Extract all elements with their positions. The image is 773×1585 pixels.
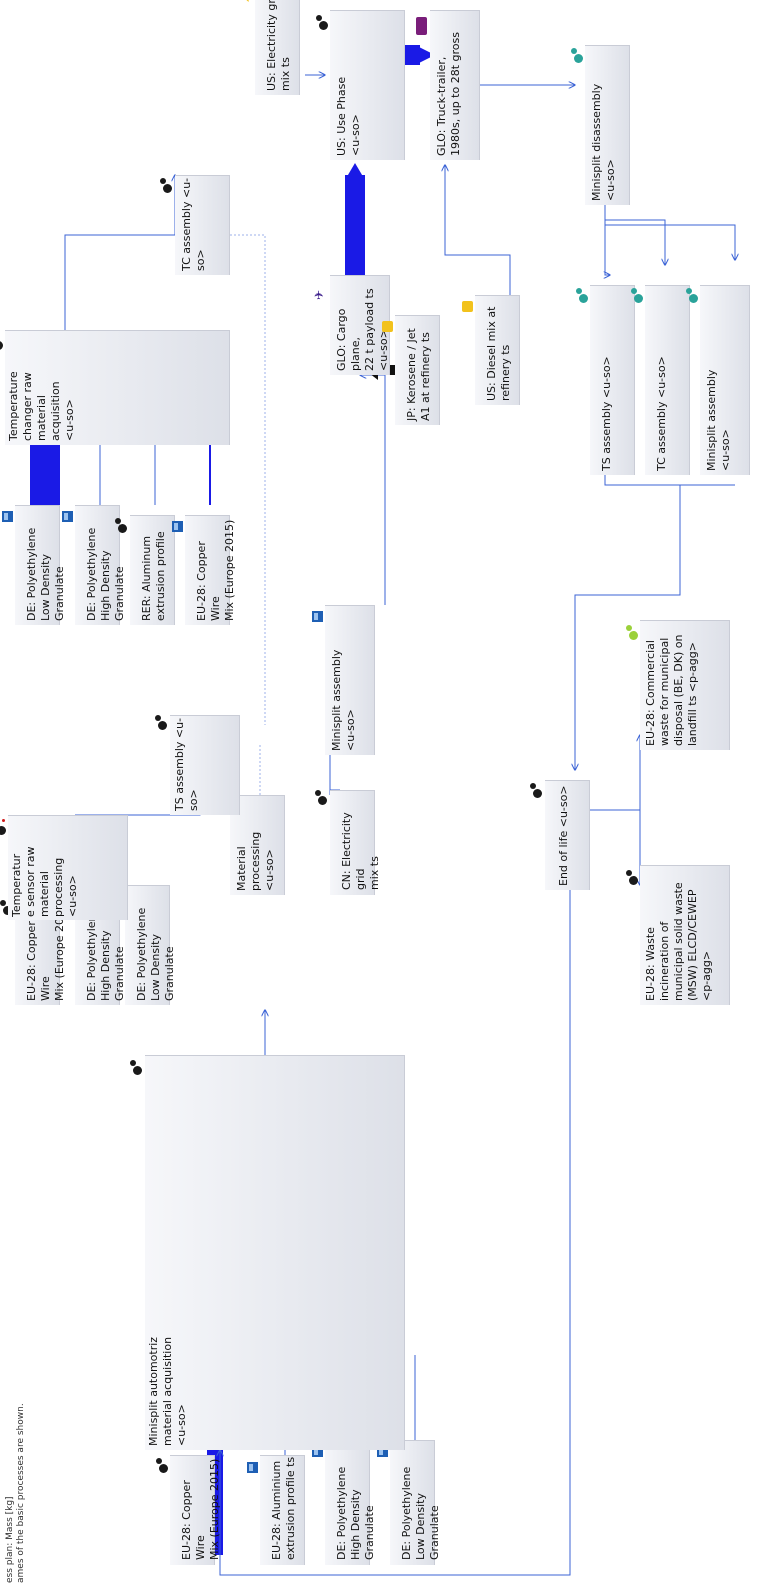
process-box-us-diesel[interactable]: US: Diesel mix at refinery ts: [462, 295, 520, 405]
process-box-ts-assembly-2[interactable]: TS assembly <u-so>: [576, 285, 635, 475]
plane-icon: ✈: [312, 289, 326, 300]
process-box-us-use-phase[interactable]: US: Use Phase <u-so>: [316, 10, 405, 160]
process-label: Minisplit disassembly <u-so>: [590, 83, 617, 201]
flow-diesel-to-truck: [445, 165, 511, 295]
process-label: DE: Polyethylene Low Density Granulate: [25, 527, 66, 621]
gear-icon: [155, 714, 167, 730]
process-box-eu28-copper-top[interactable]: EU-28: Copper Wire Mix (Europe 2015): [172, 515, 236, 625]
process-label: End of life <u-so>: [557, 785, 570, 886]
database-icon: [312, 611, 323, 622]
process-label: EU-28: Commercial waste for municipal di…: [644, 634, 699, 746]
gear-icon: [571, 47, 583, 63]
process-box-rer-aluminum[interactable]: RER: Aluminum extrusion profile: [115, 515, 175, 625]
process-label: DE: Polyethylene Low Density Granulate: [135, 907, 176, 1001]
flow-cargo-to-use-phase-head: [345, 163, 365, 180]
process-box-ts-assembly-1[interactable]: TS assembly <u-so>: [155, 715, 240, 815]
gear-icon: [160, 177, 172, 193]
process-box-eu28-commercial-waste[interactable]: EU-28: Commercial waste for municipal di…: [626, 620, 730, 750]
flow-tc-assembly-to-minisplit-assembly: [230, 234, 266, 725]
truck-icon: [416, 17, 427, 35]
process-box-eu28-copper-bottom[interactable]: EU-28: Copper Wire Mix (Europe 2015): [156, 1455, 221, 1565]
process-box-glo-cargo[interactable]: ✈ GLO: Cargo plane, 22 t payload ts <u-s…: [312, 275, 390, 375]
legend-line-2: ames of the basic processes are shown.: [16, 1403, 26, 1583]
process-label: US: Use Phase <u-so>: [335, 76, 362, 156]
process-box-temp-sensor[interactable]: Temperatur e sensor raw material process…: [0, 815, 128, 920]
gear-icon: [626, 624, 638, 640]
process-box-minisplit-assembly-1[interactable]: Minisplit assembly <u-so>: [312, 605, 375, 755]
gear-icon: [631, 287, 643, 303]
process-label: EU-28: Copper Wire Mix (Europe 2015): [195, 519, 236, 621]
gear-icon: [130, 1059, 142, 1075]
gear-icon: [626, 869, 638, 885]
process-label: Material processing <u-so>: [235, 831, 276, 891]
database-icon: [172, 521, 183, 532]
process-label: TC assembly <u-so>: [180, 177, 207, 271]
flow-disassembly-to-minisplit-assembly: [604, 205, 735, 260]
gear-icon: [115, 517, 127, 533]
process-label: GLO: Truck-trailer, 1980s, up to 28t gro…: [435, 32, 462, 156]
process-label: TS assembly <u-so>: [173, 717, 200, 811]
gear-icon: [530, 782, 542, 798]
process-label: Minisplit automotriz material acquisitio…: [147, 1336, 188, 1446]
process-box-minisplit-disassembly[interactable]: Minisplit disassembly <u-so>: [571, 45, 630, 205]
fuel-icon: [462, 301, 473, 312]
process-box-pe-ld-top[interactable]: DE: Polyethylene Low Density Granulate: [2, 505, 66, 625]
process-box-minisplit-material[interactable]: Minisplit automotriz material acquisitio…: [130, 1055, 405, 1450]
flow-minisplit-assembly-to-cargo: [360, 375, 386, 605]
flow-disassembly-to-ts-assembly: [605, 205, 610, 275]
status-dot: [2, 819, 5, 822]
gear-icon: [156, 1457, 168, 1473]
legend: ess plan: Mass [kg] ames of the basic pr…: [5, 1403, 27, 1583]
process-label: TC assembly <u-so>: [655, 356, 668, 471]
process-box-pe-hd-bottom[interactable]: DE: Polyethylene High Density Granulate: [312, 1440, 376, 1565]
process-label: EU-28: Aluminium extrusion profile ts: [270, 1456, 297, 1560]
gear-icon: [0, 334, 3, 350]
process-box-us-electricity[interactable]: US: Electricity grid mix ts: [255, 0, 300, 95]
process-label: EU-28: Waste incineration of municipal s…: [644, 882, 713, 1001]
process-box-pe-hd-top[interactable]: DE: Polyethylene High Density Granulate: [62, 505, 126, 625]
legend-line-1: ess plan: Mass [kg]: [5, 1496, 15, 1583]
process-label: Minisplit assembly <u-so>: [330, 649, 357, 751]
process-box-glo-truck[interactable]: GLO: Truck-trailer, 1980s, up to 28t gro…: [416, 10, 480, 160]
process-box-jp-kerosene[interactable]: JP: Kerosene / Jet A1 at refinery ts: [382, 315, 440, 425]
process-label: Minisplit assembly <u-so>: [705, 369, 732, 471]
process-label: CN: Electricity grid mix ts: [340, 812, 381, 890]
process-label: US: Electricity grid mix ts: [265, 0, 292, 91]
process-label: JP: Kerosene / Jet A1 at refinery ts: [405, 328, 432, 421]
gear-icon: [576, 287, 588, 303]
process-label: Temperature changer raw material acquisi…: [7, 371, 76, 441]
flow-temp-changer-to-tc-assembly: [64, 175, 175, 330]
process-box-pe-ld-mid[interactable]: DE: Polyethylene Low Density Granulate: [112, 885, 176, 1005]
process-label: US: Diesel mix at refinery ts: [485, 306, 512, 401]
process-box-temp-changer[interactable]: Temperature changer raw material acquisi…: [0, 330, 230, 445]
process-box-tc-assembly-2[interactable]: TC assembly <u-so>: [631, 285, 690, 475]
database-icon: [62, 511, 73, 522]
process-box-eu28-waste-incineration[interactable]: EU-28: Waste incineration of municipal s…: [626, 865, 730, 1005]
process-label: EU-28: Copper Wire Mix (Europe 2015): [180, 1458, 221, 1560]
process-box-eu28-aluminium[interactable]: EU-28: Aluminium extrusion profile ts: [247, 1455, 305, 1565]
flow-disassembly-to-tc-assembly: [604, 205, 665, 265]
fuel-icon: [382, 321, 393, 332]
process-box-minisplit-assembly-2[interactable]: Minisplit assembly <u-so>: [686, 285, 750, 475]
process-box-end-of-life[interactable]: End of life <u-so>: [530, 780, 590, 890]
process-label: RER: Aluminum extrusion profile: [140, 531, 167, 621]
flow-use-phase-to-truck-head: [415, 45, 435, 65]
database-icon: [2, 511, 13, 522]
gear-icon: [686, 287, 698, 303]
process-label: TS assembly <u-so>: [600, 356, 613, 471]
flow-assemblies-to-end-of-life: [575, 475, 735, 770]
gear-icon: [316, 14, 328, 30]
database-icon: [247, 1462, 258, 1473]
process-label: Temperatur e sensor raw material process…: [10, 846, 79, 917]
gear-icon: [315, 789, 327, 805]
process-box-tc-assembly-1[interactable]: TC assembly <u-so>: [160, 175, 230, 275]
process-box-pe-ld-bottom[interactable]: DE: Polyethylene Low Density Granulate: [377, 1440, 441, 1565]
process-label: DE: Polyethylene Low Density Granulate: [400, 1466, 441, 1560]
process-label: DE: Polyethylene High Density Granulate: [335, 1466, 376, 1560]
process-box-cn-electricity[interactable]: CN: Electricity grid mix ts: [315, 790, 381, 895]
